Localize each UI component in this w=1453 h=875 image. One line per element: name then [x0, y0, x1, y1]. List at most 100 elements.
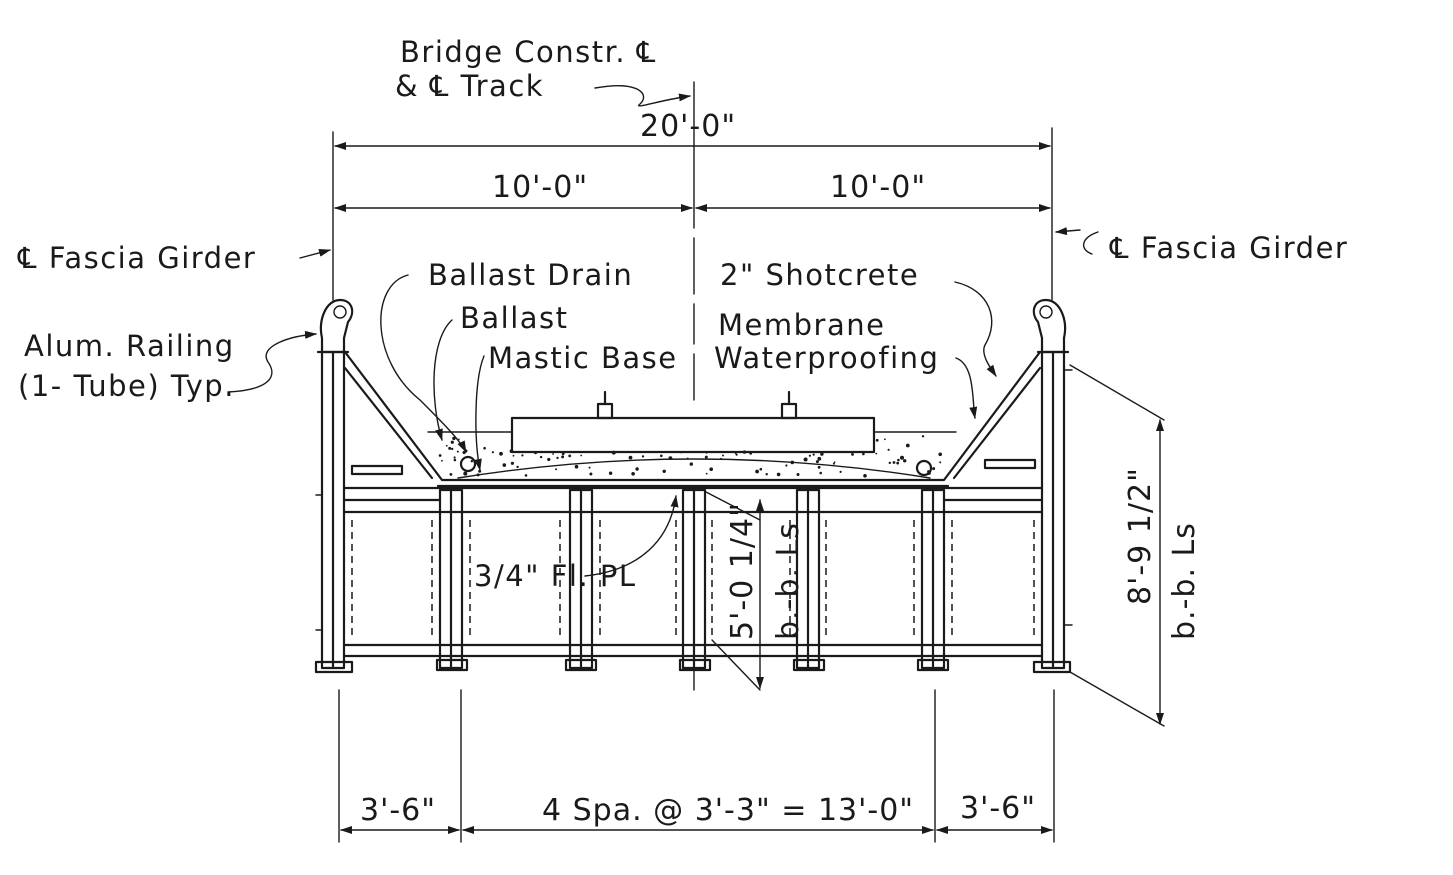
ballast-stone	[556, 456, 559, 460]
overall-depth-dimension: 8'-9 1/2" b.-b. Ls	[1069, 364, 1202, 727]
ballast-stone	[438, 454, 442, 457]
ballast-stone	[875, 452, 878, 455]
ballast-stone	[839, 470, 842, 473]
ballast-stone	[705, 472, 708, 475]
ballast-stone	[705, 452, 708, 454]
ballast-stone	[491, 451, 494, 454]
ballast-stone	[851, 453, 854, 456]
ballast-stone	[887, 448, 890, 451]
overall-depth-label: 8'-9 1/2"	[1123, 467, 1158, 605]
floor-plate-leader	[584, 495, 679, 577]
ballast-stone	[808, 454, 812, 457]
ballast-stone	[897, 458, 900, 462]
bridge-centerline-label: Bridge Constr. ℄	[400, 35, 657, 69]
right-fascia-leader	[1083, 231, 1099, 255]
right-fascia-arrow	[1055, 227, 1081, 236]
ballast-stone	[820, 452, 824, 456]
waterproofing-leader	[955, 357, 978, 419]
web-depth-label: 5'-0 1/4"	[725, 502, 760, 640]
ballast-stone	[939, 461, 942, 464]
railing-label-line2: (1- Tube) Typ.	[18, 369, 235, 403]
railing-leader	[227, 330, 317, 393]
floor-plate-label: 3/4" Fl. PL	[474, 559, 637, 593]
ballast-stone	[817, 456, 822, 461]
ballast-stone	[759, 467, 763, 471]
ballast-stone	[817, 465, 821, 469]
ballast-stone	[803, 457, 808, 462]
ballast-stone	[509, 449, 514, 453]
ballast-stone	[668, 456, 673, 460]
dimension-half-widths: 10'-0" 10'-0"	[334, 170, 1051, 212]
left-half-label: 10'-0"	[492, 170, 588, 205]
mastic-base-leader	[473, 355, 485, 471]
ballast-stone	[790, 460, 795, 465]
ballast-stone	[547, 457, 551, 462]
ballast-stone	[662, 469, 666, 473]
ballast-stone	[755, 469, 759, 474]
ballast-stone	[832, 462, 835, 465]
ballast-stone	[812, 453, 815, 456]
ballast-stone	[863, 474, 867, 478]
ballast-stone	[815, 460, 819, 464]
ballast-stone	[449, 473, 453, 476]
ballast-stone	[631, 472, 635, 476]
ballast-leader	[433, 319, 453, 441]
ballast-stone	[608, 471, 613, 475]
shotcrete-leader	[954, 281, 997, 377]
ballast-stone	[589, 472, 593, 476]
ballast-stone	[510, 461, 514, 465]
spacing-dimension: 4 Spa. @ 3'-3" = 13'-0"	[542, 793, 914, 828]
left-railing	[319, 298, 354, 354]
ballast-stone	[448, 446, 452, 450]
waterproofing-label: Waterproofing	[714, 341, 939, 375]
ballast-stone	[561, 455, 565, 459]
ballast-stone	[628, 455, 633, 460]
track-centerline	[594, 81, 695, 691]
ballast-label: Ballast	[460, 301, 569, 335]
right-half-label: 10'-0"	[830, 170, 926, 205]
ballast-stone	[875, 438, 879, 442]
ballast-stone	[927, 470, 930, 473]
ballast-stone	[862, 452, 865, 456]
left-fascia-arrow	[299, 248, 331, 259]
ballast-stone	[502, 463, 507, 467]
ballast-stone	[574, 464, 579, 469]
ballast-stone	[450, 440, 454, 444]
right-edge-dimension: 3'-6"	[960, 791, 1036, 826]
ballast-stone	[470, 460, 473, 463]
left-edge-dimension: 3'-6"	[360, 793, 436, 828]
ballast-stone	[463, 471, 468, 476]
ballast-stone	[796, 473, 800, 476]
ballast-stone	[539, 455, 543, 459]
ballast-stone	[686, 457, 689, 460]
bottom-dimensions: 3'-6" 4 Spa. @ 3'-3" = 13'-0" 3'-6"	[338, 689, 1055, 843]
ballast-stone	[921, 435, 925, 438]
ballast-stone	[483, 446, 486, 450]
railing-label-line1: Alum. Railing	[24, 329, 235, 363]
ballast-stone	[884, 438, 886, 441]
ballast-stone	[555, 468, 558, 471]
girder-frame	[314, 350, 1073, 674]
ballast-stone	[499, 451, 503, 456]
ballast-stone	[722, 454, 724, 457]
ballast-stone	[660, 454, 663, 458]
ballast-stone	[445, 444, 448, 447]
ballast-stone	[534, 451, 537, 455]
ballast-stone	[888, 461, 891, 465]
ballast-stone	[512, 454, 515, 457]
ballast-stone	[932, 467, 936, 471]
ballast-stone	[704, 455, 708, 459]
web-depth-dimension: 5'-0 1/4" b.-b. Ls	[705, 491, 806, 691]
ballast-stone	[709, 467, 713, 472]
ballast-stone	[452, 436, 456, 441]
ballast-stone	[735, 453, 738, 456]
ballast-stone	[938, 452, 942, 457]
ballast-stone	[611, 450, 616, 455]
ballast-drain-label: Ballast Drain	[428, 258, 633, 292]
ballast-texture	[438, 435, 942, 478]
ballast-stone	[552, 453, 554, 455]
shotcrete-label: 2" Shotcrete	[720, 258, 919, 292]
ballast-stone	[900, 455, 904, 460]
left-fascia-girder-label: ℄ Fascia Girder	[17, 241, 256, 275]
ballast-stone	[451, 447, 454, 451]
